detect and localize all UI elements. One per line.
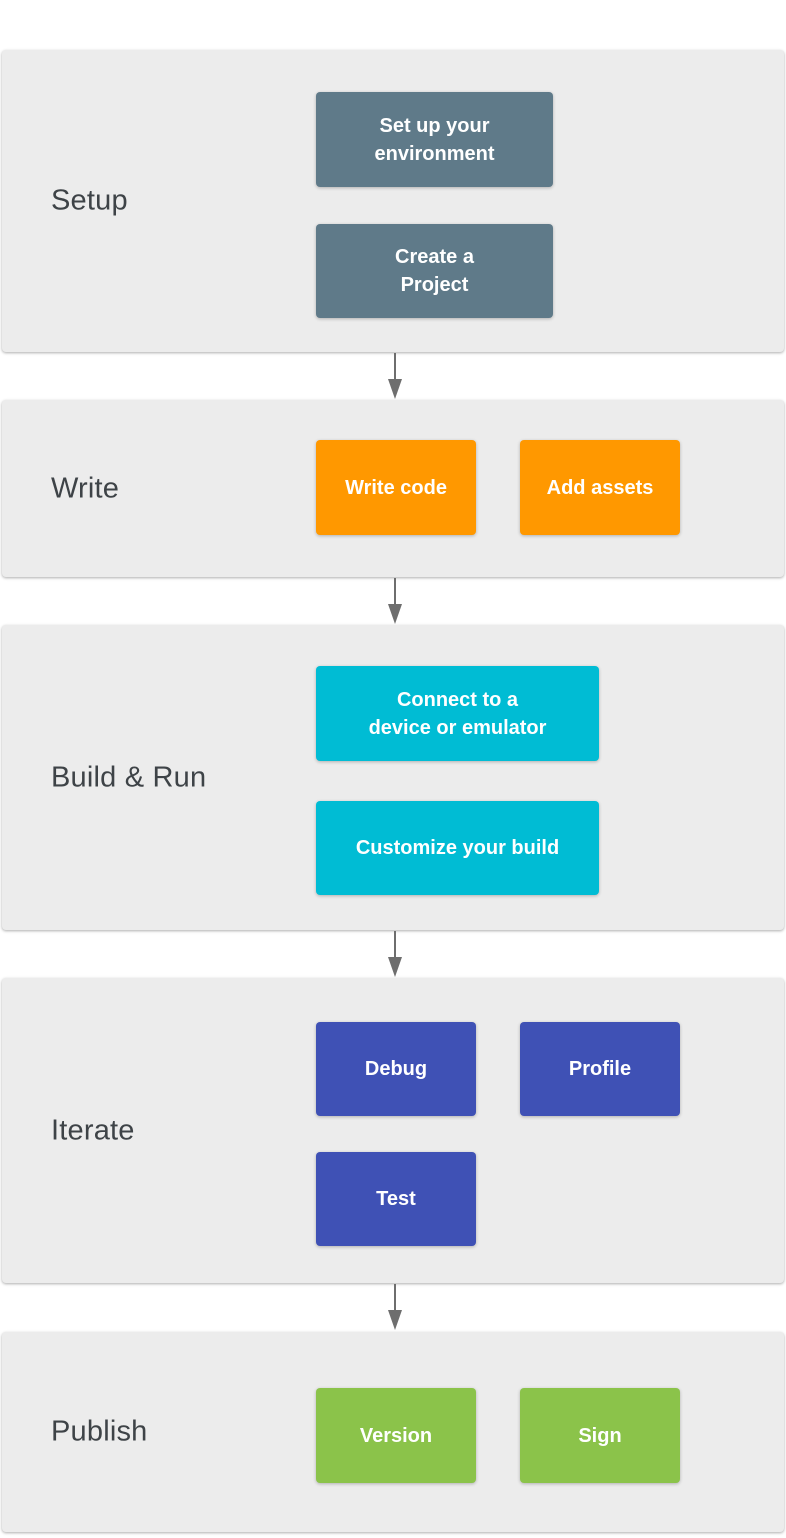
- button-write-code[interactable]: Write code: [316, 440, 476, 535]
- arrow-shaft: [393, 931, 396, 957]
- button-profile[interactable]: Profile: [520, 1022, 680, 1116]
- stage-label-publish: Publish: [51, 1415, 148, 1448]
- flow-arrow-down-icon: [387, 578, 402, 624]
- flow-arrow-down-icon: [387, 1284, 402, 1330]
- arrow-shaft: [393, 353, 396, 379]
- stage-band-build-run: Build & Run Connect to a device or emula…: [2, 625, 784, 930]
- button-set-up-environment[interactable]: Set up your environment: [316, 92, 553, 187]
- arrow-head: [387, 957, 402, 977]
- button-version[interactable]: Version: [316, 1388, 476, 1483]
- arrow-head: [387, 604, 402, 624]
- stage-label-build-run: Build & Run: [51, 761, 207, 793]
- stage-label-iterate: Iterate: [51, 1114, 135, 1146]
- arrow-shaft: [393, 578, 396, 604]
- stage-band-write: Write Write code Add assets: [2, 400, 784, 577]
- button-test[interactable]: Test: [316, 1152, 476, 1246]
- arrow-head: [387, 379, 402, 399]
- button-create-project[interactable]: Create a Project: [316, 224, 553, 318]
- flow-arrow-down-icon: [387, 931, 402, 977]
- button-debug[interactable]: Debug: [316, 1022, 476, 1116]
- arrow-head: [387, 1310, 402, 1330]
- stage-band-iterate: Iterate Debug Profile Test: [2, 978, 784, 1283]
- flow-arrow-down-icon: [387, 353, 402, 399]
- button-customize-build[interactable]: Customize your build: [316, 801, 599, 895]
- button-connect-device-emulator[interactable]: Connect to a device or emulator: [316, 666, 599, 761]
- stage-band-publish: Publish Version Sign: [2, 1332, 784, 1532]
- button-add-assets[interactable]: Add assets: [520, 440, 680, 535]
- stage-band-setup: Setup Set up your environment Create a P…: [2, 50, 784, 352]
- arrow-shaft: [393, 1284, 396, 1310]
- stage-label-setup: Setup: [51, 184, 128, 217]
- stage-label-write: Write: [51, 472, 120, 504]
- button-sign[interactable]: Sign: [520, 1388, 680, 1483]
